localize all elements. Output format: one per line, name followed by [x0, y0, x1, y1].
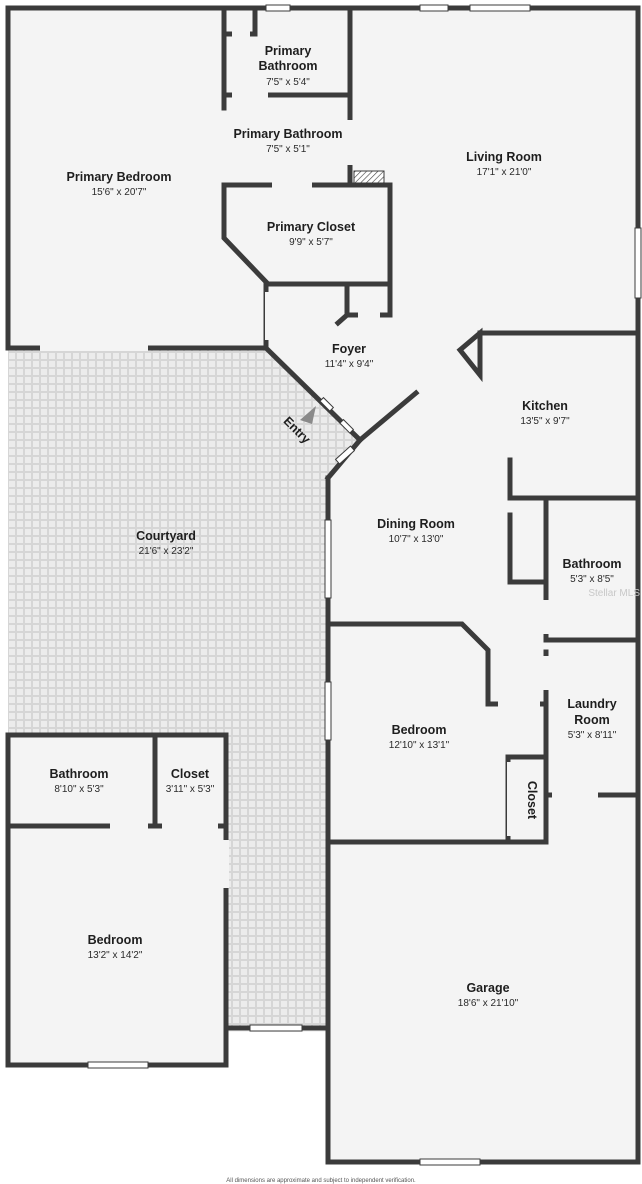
dining-room-dim: 10'7" x 13'0": [389, 534, 444, 545]
living-room-name: Living Room: [466, 150, 542, 164]
courtyard-dim: 21'6" x 23'2": [139, 546, 194, 557]
primary-bathroom-mid-dim: 7'5" x 5'1": [266, 144, 310, 155]
living-room-dim: 17'1" x 21'0": [477, 167, 532, 178]
courtyard-name: Courtyard: [136, 529, 196, 543]
garage-name: Garage: [466, 981, 509, 995]
primary-bathroom-mid-name: Primary Bathroom: [233, 127, 342, 141]
bathroom-right-dim: 5'3" x 8'5": [570, 574, 614, 585]
bedroom-left-dim: 13'2" x 14'2": [88, 950, 143, 961]
primary-bedroom-name: Primary Bedroom: [67, 170, 172, 184]
bedroom-center-dim: 12'10" x 13'1": [389, 740, 450, 751]
primary-closet-dim: 9'9" x 5'7": [289, 237, 333, 248]
closet-left-name: Closet: [171, 767, 210, 781]
courtyard-floor: [8, 348, 360, 1030]
labels: Primary Bedroom 15'6" x 20'7" Primary Ba…: [49, 44, 640, 1184]
laundry-room-name2: Room: [574, 713, 609, 727]
foyer-name: Foyer: [332, 342, 366, 356]
bathroom-right-name: Bathroom: [562, 557, 621, 571]
primary-bathroom-top-name2: Bathroom: [258, 59, 317, 73]
bathroom-left-name: Bathroom: [49, 767, 108, 781]
primary-bedroom-dim: 15'6" x 20'7": [92, 187, 147, 198]
bedroom-center-name: Bedroom: [392, 723, 447, 737]
primary-bathroom-top-name1: Primary: [265, 44, 312, 58]
disclaimer: All dimensions are approximate and subje…: [226, 1178, 416, 1184]
kitchen-dim: 13'5" x 9'7": [520, 416, 570, 427]
laundry-room-name1: Laundry: [567, 697, 616, 711]
openings: [40, 31, 598, 888]
laundry-room-dim: 5'3" x 8'11": [568, 730, 617, 741]
dining-room-name: Dining Room: [377, 517, 455, 531]
kitchen-name: Kitchen: [522, 399, 568, 413]
windows: [87, 4, 642, 1166]
foyer-dim: 11'4" x 9'4": [325, 359, 374, 370]
primary-bathroom-top-dim: 7'5" x 5'4": [266, 77, 310, 88]
primary-closet-name: Primary Closet: [267, 220, 356, 234]
watermark: Stellar MLS: [588, 588, 640, 599]
bedroom-left-name: Bedroom: [88, 933, 143, 947]
closet-right-name: Closet: [525, 781, 539, 820]
closet-left-dim: 3'11" x 5'3": [166, 784, 215, 795]
bathroom-left-dim: 8'10" x 5'3": [54, 784, 104, 795]
garage-dim: 18'6" x 21'10": [458, 998, 519, 1009]
